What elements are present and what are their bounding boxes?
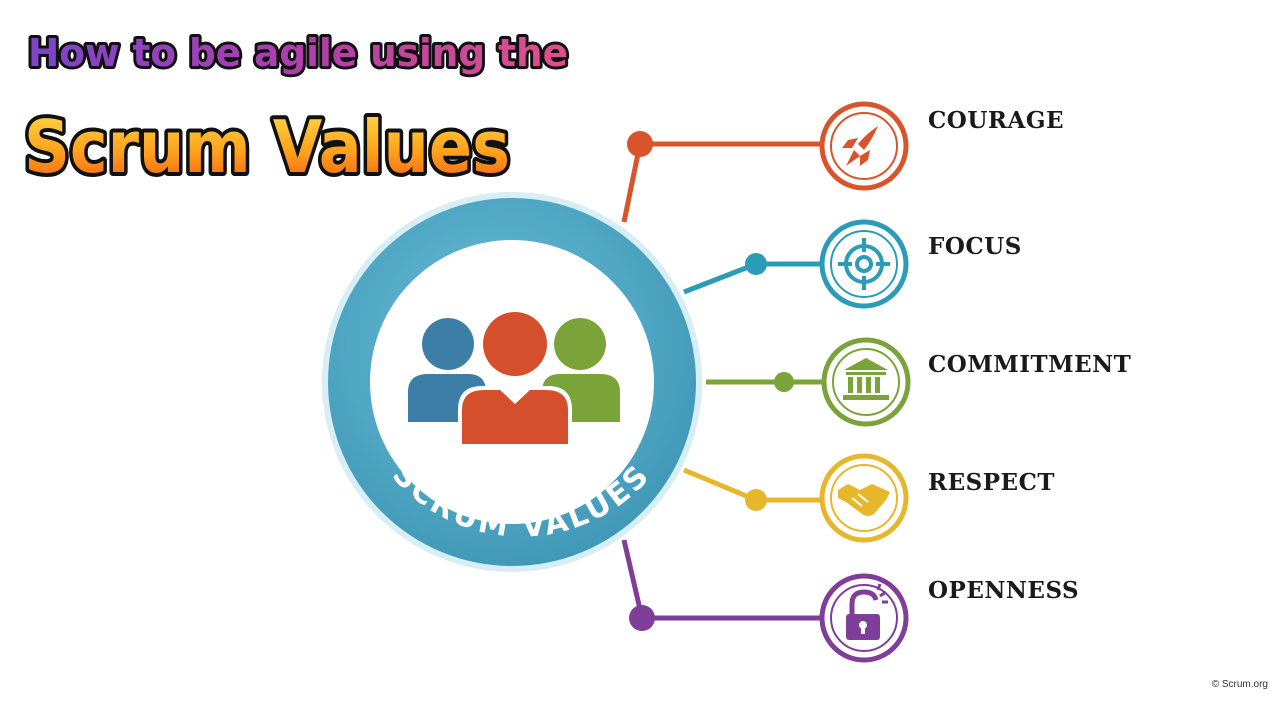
target-crosshair-icon — [838, 238, 890, 290]
copyright-notice: © Scrum.org — [1211, 679, 1268, 690]
value-icon-respect — [819, 453, 909, 543]
dot-commitment — [774, 372, 794, 392]
value-label-commitment: COMMITMENT — [928, 351, 1131, 378]
value-icon-courage — [819, 101, 909, 191]
value-icon-commitment — [821, 337, 911, 427]
value-label-openness: OPENNESS — [928, 577, 1079, 604]
pillared-building-icon — [843, 358, 889, 400]
value-icon-openness — [819, 573, 909, 663]
handshake-icon — [838, 484, 890, 516]
dot-courage — [627, 131, 653, 157]
dot-openness — [629, 605, 655, 631]
dot-respect — [745, 489, 767, 511]
connector-openness — [621, 539, 822, 621]
team-people-icon — [408, 308, 620, 448]
title-line-1: How to be agile using the — [28, 31, 568, 75]
value-label-focus: FOCUS — [928, 233, 1022, 260]
title-line-2: Scrum Values — [24, 105, 510, 189]
badge-inner — [370, 240, 654, 524]
center-badge: SCRUM VALUES — [322, 192, 702, 572]
value-icon-focus — [819, 219, 909, 309]
unlocked-padlock-icon — [846, 583, 888, 640]
value-label-courage: COURAGE — [928, 107, 1064, 134]
connector-dots — [627, 131, 794, 631]
rocket-icon — [842, 126, 878, 166]
connector-courage — [621, 141, 822, 223]
dot-focus — [745, 253, 767, 275]
value-label-respect: RESPECT — [928, 469, 1055, 496]
title-graphic: How to be agile using the Scrum Values — [20, 28, 571, 193]
